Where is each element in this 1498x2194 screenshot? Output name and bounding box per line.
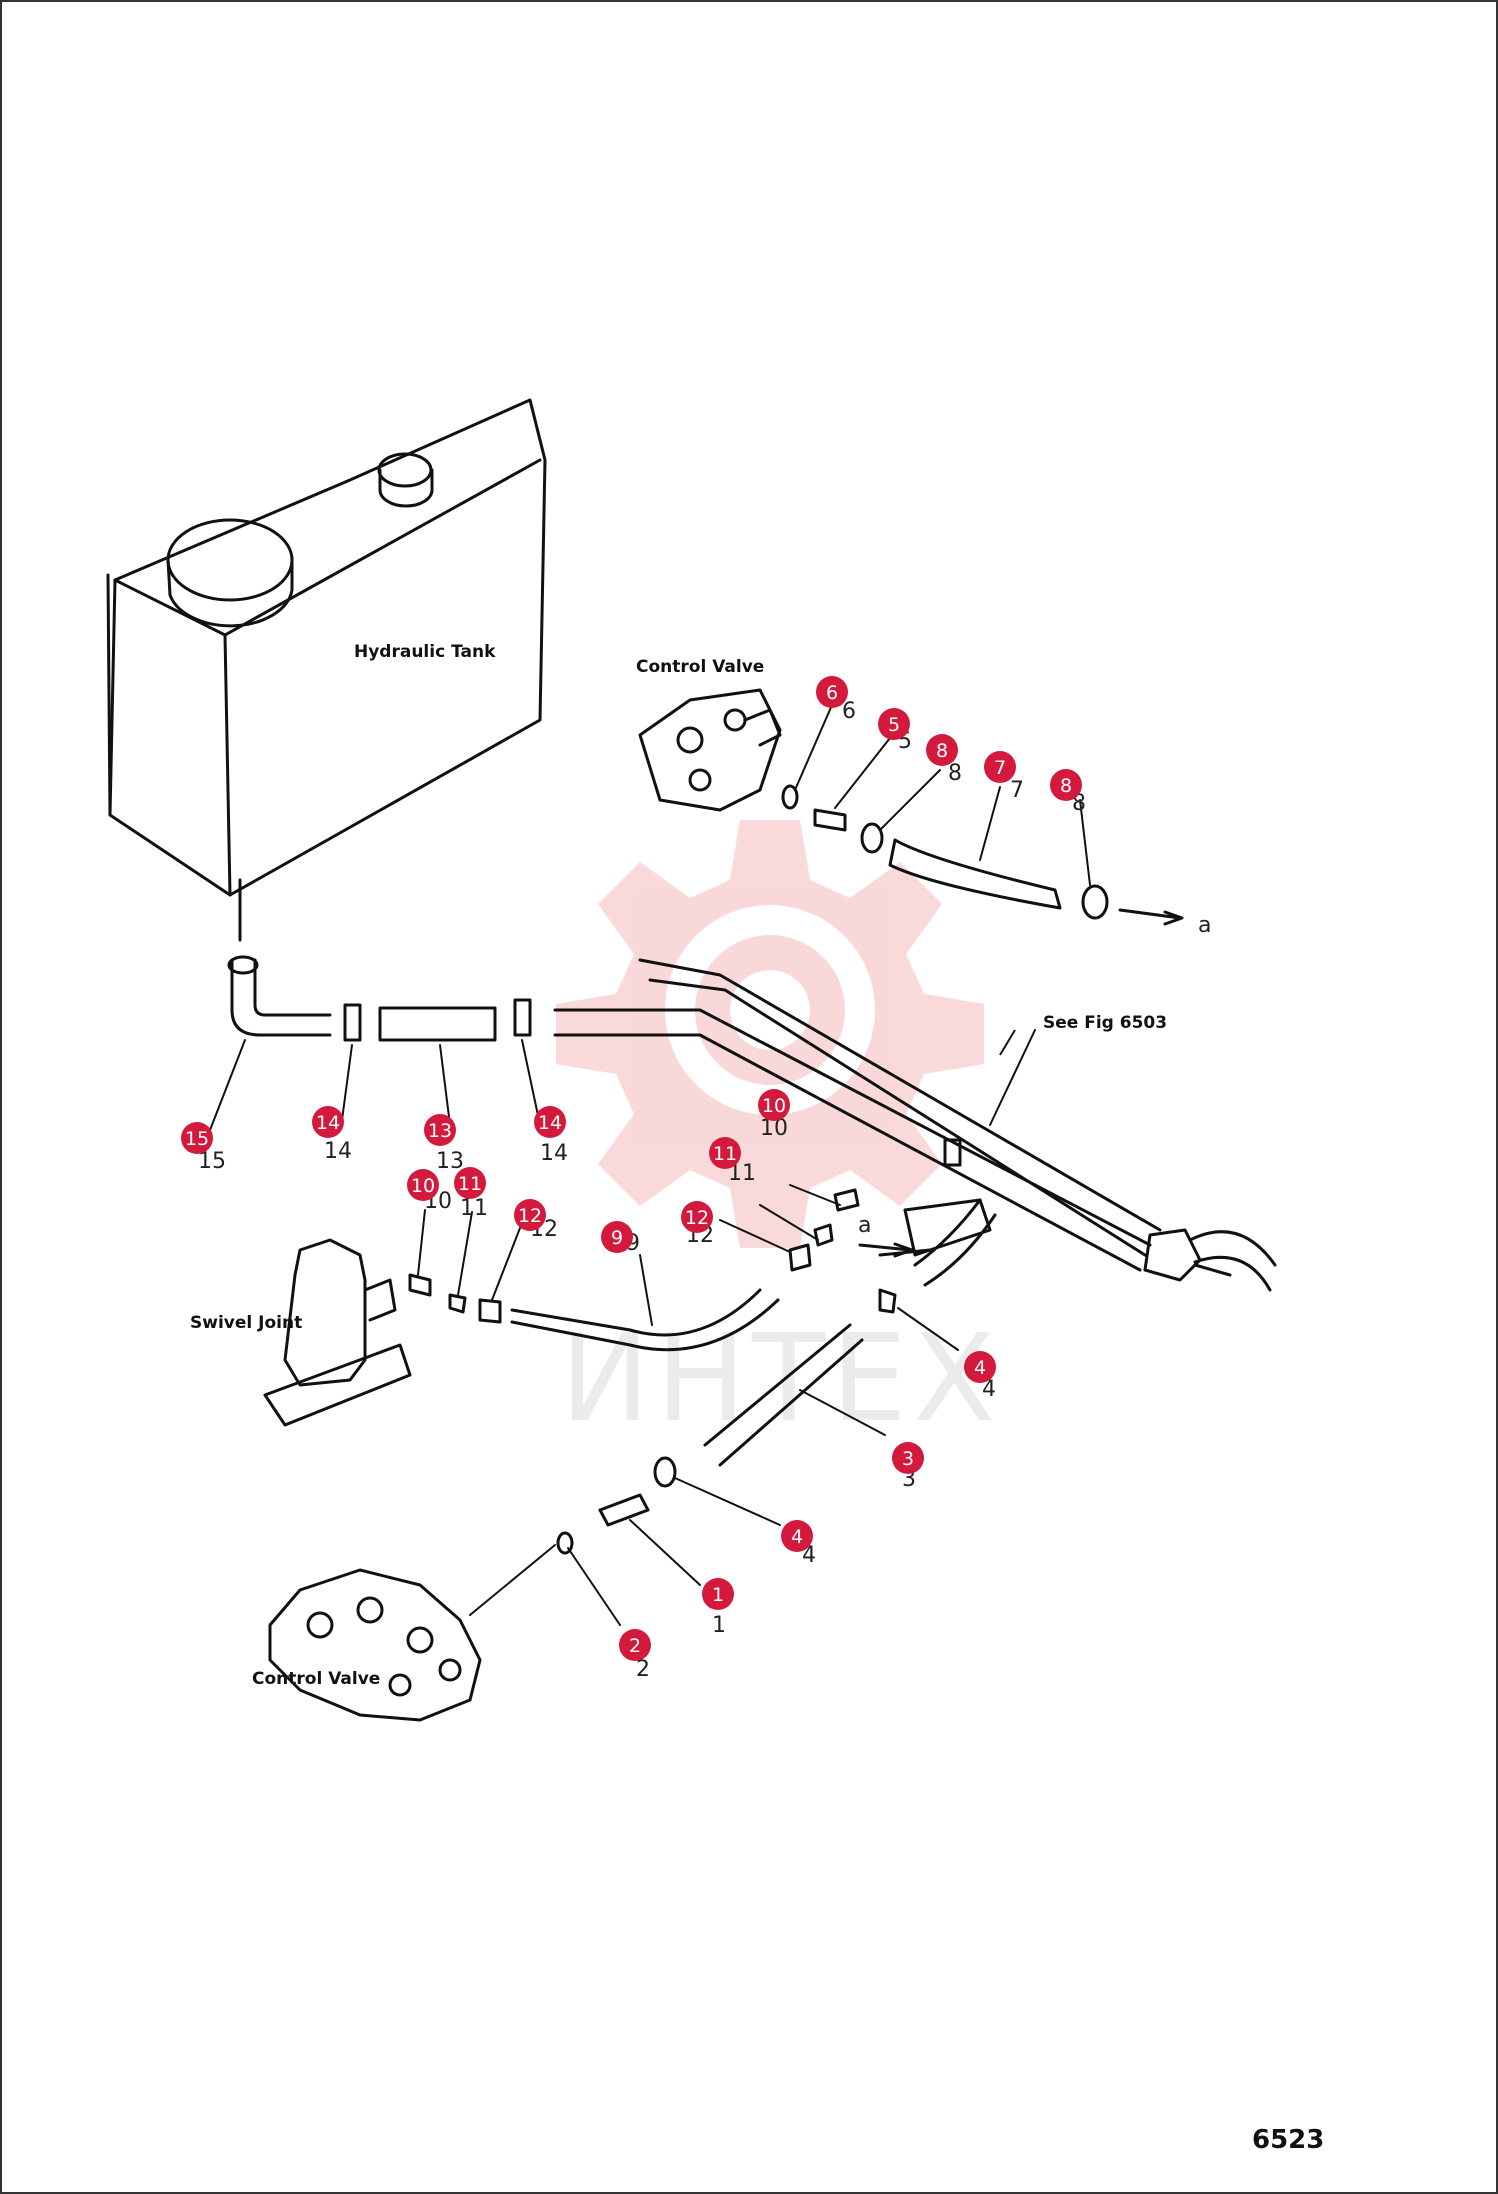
callout-12b[interactable]: 12: [681, 1201, 713, 1233]
clamp-8b: [1081, 884, 1109, 920]
svg-text:11: 11: [460, 1196, 488, 1221]
control-valve-top: [638, 688, 782, 812]
leader-lines: [209, 704, 1091, 1626]
svg-text:3: 3: [902, 1448, 914, 1470]
sleeve-12a: [478, 1298, 502, 1324]
svg-text:14: 14: [540, 1141, 568, 1166]
adapter-1: [598, 1493, 650, 1527]
adapter-5: [813, 808, 847, 832]
svg-text:4: 4: [974, 1357, 986, 1379]
svg-text:8: 8: [936, 740, 948, 762]
callout-4a[interactable]: 4: [964, 1351, 996, 1383]
callout-10b[interactable]: 10: [407, 1169, 439, 1201]
svg-text:6: 6: [842, 699, 856, 724]
svg-text:11: 11: [713, 1143, 737, 1165]
svg-text:1: 1: [712, 1613, 726, 1638]
callout-9[interactable]: 9: [601, 1221, 633, 1253]
clamp-8a: [860, 822, 884, 854]
svg-text:12: 12: [518, 1205, 542, 1227]
svg-text:14: 14: [316, 1112, 340, 1134]
svg-text:15: 15: [185, 1128, 209, 1150]
label-ref-a-top: a: [1198, 913, 1211, 938]
hose-3: [703, 1323, 864, 1467]
watermark: ИНТЕХ: [556, 820, 1001, 1449]
svg-text:8: 8: [1060, 775, 1072, 797]
svg-text:13: 13: [436, 1149, 464, 1174]
hydraulic-tank: [106, 398, 547, 942]
svg-text:10: 10: [762, 1095, 786, 1117]
adapter-10a: [408, 1273, 432, 1297]
o-ring-6: [781, 784, 799, 810]
callout-14b[interactable]: 14: [534, 1106, 566, 1138]
callout-14a[interactable]: 14: [312, 1106, 344, 1138]
svg-text:7: 7: [1010, 778, 1024, 803]
label-see-fig: See Fig 6503: [1043, 1013, 1167, 1033]
hose-7: [888, 838, 1062, 910]
hose-13: [378, 1006, 497, 1042]
arrow-to-a-top: [1118, 908, 1184, 926]
fitting-hose-end: [878, 1198, 997, 1287]
figure-number: 6523: [1252, 2125, 1324, 2155]
nut-11b: [813, 1223, 834, 1247]
svg-text:5: 5: [888, 714, 900, 736]
clamp-14b: [513, 998, 532, 1037]
svg-text:9: 9: [611, 1227, 623, 1249]
clamp-4a: [878, 1288, 897, 1314]
svg-text:2: 2: [636, 1657, 650, 1682]
elbow-fitting-15: [227, 955, 332, 1037]
callout-12a[interactable]: 12: [514, 1199, 546, 1231]
svg-text:6: 6: [826, 682, 838, 704]
callout-8b[interactable]: 8: [1050, 769, 1082, 801]
callout-8a[interactable]: 8: [926, 734, 958, 766]
label-control-valve-bottom: Control Valve: [252, 1669, 380, 1689]
svg-text:4: 4: [982, 1377, 996, 1402]
callout-15[interactable]: 15: [181, 1122, 213, 1154]
swivel-joint: [263, 1238, 412, 1427]
svg-text:10: 10: [411, 1175, 435, 1197]
tube-9: [510, 1288, 780, 1352]
nut-11a: [448, 1293, 467, 1314]
callout-3[interactable]: 3: [892, 1442, 924, 1474]
callout-10a[interactable]: 10: [758, 1089, 790, 1121]
svg-text:13: 13: [428, 1120, 452, 1142]
callout-11b[interactable]: 11: [454, 1167, 486, 1199]
callout-11a[interactable]: 11: [709, 1137, 741, 1169]
callout-2[interactable]: 2: [619, 1629, 651, 1661]
svg-text:4: 4: [791, 1526, 803, 1548]
svg-text:8: 8: [948, 761, 962, 786]
label-hydraulic-tank: Hydraulic Tank: [354, 642, 496, 662]
callout-7[interactable]: 7: [984, 751, 1016, 783]
callout-5[interactable]: 5: [878, 708, 910, 740]
svg-text:2: 2: [629, 1635, 641, 1657]
watermark-text: ИНТЕХ: [560, 1310, 1001, 1449]
callout-6[interactable]: 6: [816, 676, 848, 708]
watermark-gear-icon: [556, 820, 984, 1248]
svg-text:15: 15: [198, 1149, 226, 1174]
callout-1[interactable]: 1: [702, 1578, 734, 1610]
callout-13[interactable]: 13: [424, 1114, 456, 1146]
label-ref-a-mid: a: [858, 1213, 871, 1238]
svg-text:14: 14: [538, 1112, 562, 1134]
control-valve-bottom: [268, 1568, 482, 1722]
svg-text:7: 7: [994, 757, 1006, 779]
sleeve-12b: [788, 1243, 812, 1272]
label-swivel-joint: Swivel Joint: [190, 1313, 302, 1333]
svg-text:11: 11: [458, 1173, 482, 1195]
clamp-4b: [653, 1456, 677, 1488]
svg-text:1: 1: [712, 1584, 724, 1606]
label-control-valve-top: Control Valve: [636, 657, 764, 677]
svg-text:14: 14: [324, 1139, 352, 1164]
main-return-pipe: [553, 958, 1277, 1292]
svg-text:12: 12: [685, 1207, 709, 1229]
o-ring-2: [556, 1531, 574, 1555]
adapter-10b: [833, 1188, 860, 1212]
callout-badges: 6 5 8 7 8 15 14 13 14 10 11 10 11 12 9 1…: [181, 676, 1082, 1661]
callout-4b[interactable]: 4: [781, 1520, 813, 1552]
clamp-14a: [343, 1003, 362, 1042]
